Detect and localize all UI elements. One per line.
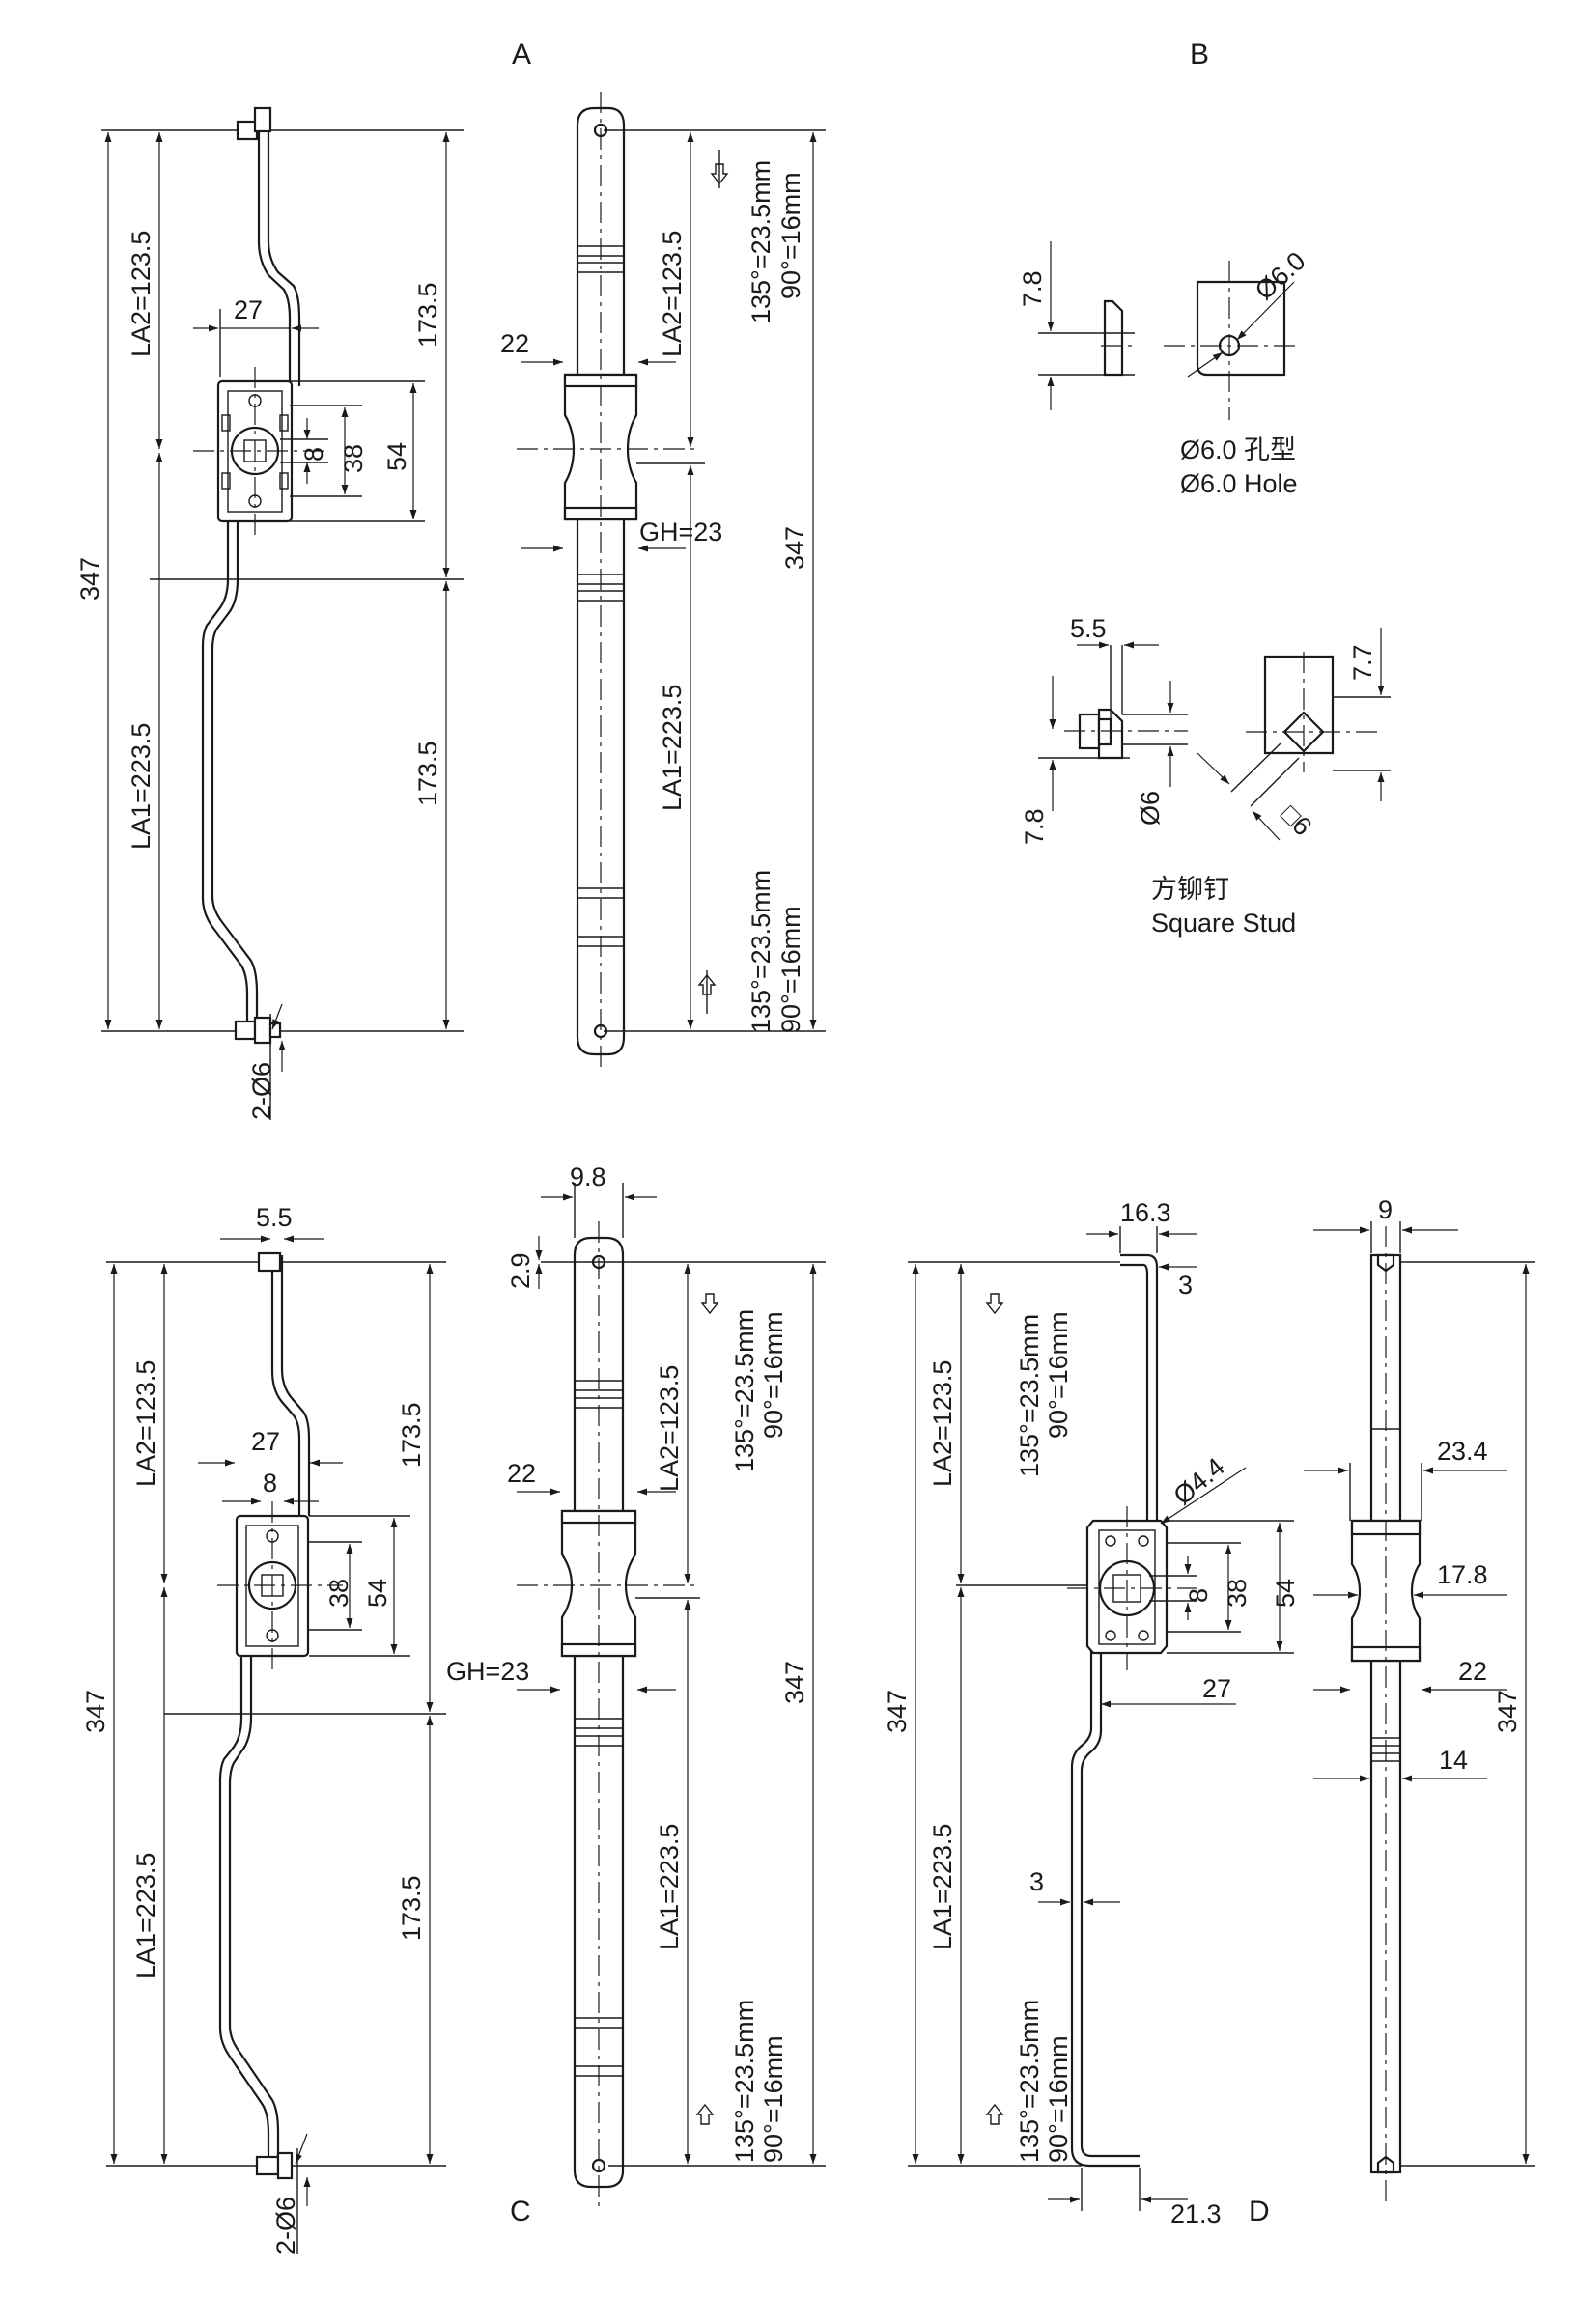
view-a-bar-front — [517, 92, 826, 1072]
dim-d2-9: 9 — [1378, 1195, 1393, 1224]
dim-a2-throw2-135: 135°=23.5mm — [746, 870, 775, 1033]
dim-c2-throw1-135: 135°=23.5mm — [730, 1309, 759, 1472]
dim-a1-27: 27 — [234, 295, 263, 324]
dim-a1-173-lower: 173.5 — [413, 741, 442, 806]
dim-d1-throw2-90: 90°=16mm — [1044, 2035, 1073, 2163]
dim-d2-234: 23.4 — [1437, 1437, 1488, 1466]
dim-c2-la1: LA1=223.5 — [655, 1824, 684, 1950]
dim-d1-38: 38 — [1223, 1579, 1252, 1608]
view-d-rod-profile — [908, 1253, 1197, 2168]
dim-b-d6: Ø6 — [1136, 791, 1165, 826]
dim-a2-throw1-90: 90°=16mm — [776, 172, 805, 299]
dim-c1-27: 27 — [251, 1427, 280, 1456]
dim-b-78-upper: 7.8 — [1018, 270, 1047, 307]
dim-d1-54: 54 — [1271, 1579, 1300, 1608]
dim-c2-29: 2.9 — [506, 1252, 535, 1289]
dim-a2-22: 22 — [500, 329, 529, 358]
dim-a2-347: 347 — [780, 526, 809, 570]
caption-hole-en: Ø6.0 Hole — [1180, 469, 1298, 498]
view-c-bar-front — [517, 1221, 826, 2206]
dim-b-sq6: □6 — [1276, 799, 1317, 841]
view-a-rod-profile — [101, 106, 464, 1045]
dim-a1-8: 8 — [299, 447, 328, 462]
dim-c1-173-lower: 173.5 — [397, 1875, 426, 1941]
view-d-bar-front — [1350, 1226, 1535, 2201]
dim-a2-la2: LA2=123.5 — [658, 231, 687, 357]
dim-c2-98: 9.8 — [570, 1162, 606, 1191]
dim-c2-la2: LA2=123.5 — [655, 1365, 684, 1492]
dim-c1-54: 54 — [363, 1579, 392, 1608]
dim-b-77: 7.7 — [1348, 644, 1377, 681]
dim-a2-la1: LA1=223.5 — [658, 685, 687, 811]
dim-c1-8: 8 — [263, 1469, 277, 1498]
dim-a2-throw2-90: 90°=16mm — [776, 906, 805, 1033]
dim-d1-la2: LA2=123.5 — [928, 1360, 957, 1487]
dim-d1-throw1-135: 135°=23.5mm — [1015, 1314, 1044, 1477]
dim-d1-347: 347 — [883, 1690, 912, 1733]
view-b-hole-detail — [1038, 261, 1299, 420]
dim-a2-throw1-135: 135°=23.5mm — [746, 160, 775, 323]
dim-a1-54: 54 — [382, 442, 411, 471]
dim-a1-173-upper: 173.5 — [413, 282, 442, 348]
dim-c2-22: 22 — [507, 1459, 536, 1488]
dim-c1-la2: LA2=123.5 — [131, 1360, 160, 1487]
dim-c1-55: 5.5 — [256, 1203, 293, 1232]
dim-d1-8: 8 — [1184, 1588, 1213, 1603]
dim-a1-la2: LA2=123.5 — [127, 231, 155, 357]
dim-d1-throw2-135: 135°=23.5mm — [1015, 2000, 1044, 2163]
dim-c1-la1: LA1=223.5 — [131, 1853, 160, 1979]
dim-a1-347: 347 — [75, 557, 104, 601]
dim-d1-27: 27 — [1202, 1674, 1231, 1703]
dim-c2-gh: GH=23 — [446, 1657, 529, 1686]
section-label-a: A — [512, 39, 531, 70]
dim-c2-throw2-135: 135°=23.5mm — [730, 2000, 759, 2163]
dim-c2-347: 347 — [780, 1661, 809, 1704]
dim-c1-173-upper: 173.5 — [397, 1402, 426, 1468]
dim-d2-22: 22 — [1458, 1657, 1487, 1686]
dim-c1-347: 347 — [81, 1690, 110, 1733]
dim-c1-hole: 2-Ø6 — [271, 2197, 300, 2254]
dim-d1-163: 16.3 — [1120, 1198, 1171, 1227]
dim-a1-la1: LA1=223.5 — [127, 723, 155, 850]
dim-d1-throw1-90: 90°=16mm — [1044, 1311, 1073, 1439]
dim-d2-347: 347 — [1493, 1690, 1522, 1733]
dim-d1-3-top: 3 — [1178, 1271, 1193, 1300]
section-label-c: C — [510, 2196, 531, 2227]
dim-d1-d44: Ø4.4 — [1169, 1452, 1230, 1511]
dim-a1-hole: 2-Ø6 — [247, 1062, 276, 1120]
dim-b-78-lower: 7.8 — [1020, 808, 1049, 845]
view-c-rod-profile — [106, 1251, 446, 2180]
dim-a2-gh: GH=23 — [639, 518, 722, 546]
caption-stud-en: Square Stud — [1151, 909, 1296, 938]
caption-hole-cn: Ø6.0 孔型 — [1180, 435, 1296, 464]
view-b-stud-detail — [1038, 645, 1391, 807]
section-label-b: B — [1190, 39, 1209, 70]
dim-b-55: 5.5 — [1070, 614, 1107, 643]
dim-d2-178: 17.8 — [1437, 1560, 1488, 1589]
dim-c1-38: 38 — [324, 1579, 353, 1608]
section-label-d: D — [1249, 2196, 1270, 2227]
dim-d1-la1: LA1=223.5 — [928, 1824, 957, 1950]
dim-a1-38: 38 — [339, 444, 368, 473]
dim-c2-throw2-90: 90°=16mm — [759, 2035, 788, 2163]
dim-d1-213: 21.3 — [1170, 2199, 1222, 2228]
dim-c2-throw1-90: 90°=16mm — [759, 1311, 788, 1439]
dim-d2-14: 14 — [1439, 1746, 1468, 1775]
dim-d1-3-mid: 3 — [1029, 1867, 1044, 1896]
caption-stud-cn: 方铆钉 — [1151, 875, 1229, 904]
